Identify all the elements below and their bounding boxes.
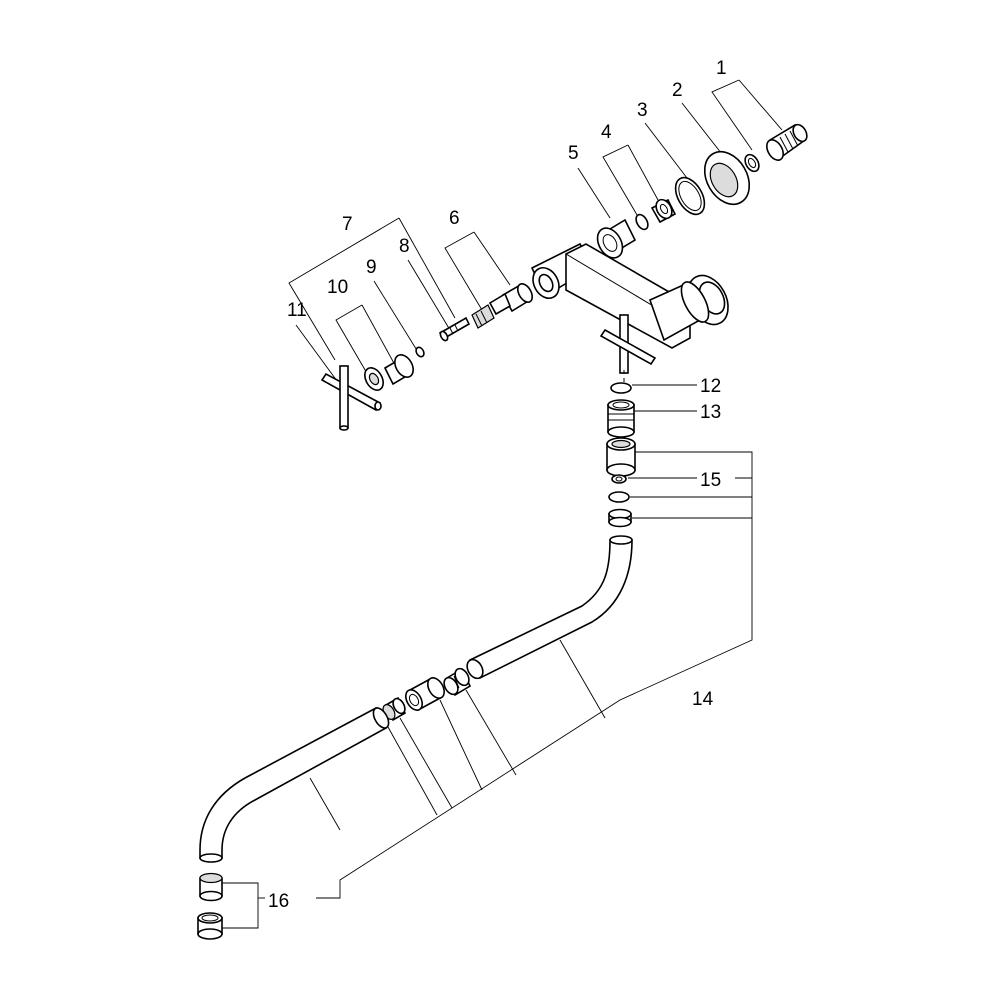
part-15-nut [611,474,627,484]
part-6-cartridge [471,282,534,329]
callout-6: 6 [449,208,460,229]
part-1-connector [744,123,808,173]
callout-4: 4 [601,122,612,143]
mixer-body [530,242,729,382]
part-9-screw [415,346,425,358]
part-2-rosette [703,150,751,206]
callout-10: 10 [327,277,348,298]
callout-11: 11 [287,300,307,321]
part-12-oring [610,382,632,394]
callout-15: 15 [700,470,721,491]
callout-13: 13 [700,402,721,423]
leader-lines [220,79,783,929]
callout-1: 1 [716,58,727,79]
spout-tube-upper [466,535,633,680]
small-ring [608,491,630,503]
callout-3: 3 [637,100,648,121]
callout-16: 16 [268,891,289,912]
callout-12: 12 [700,376,721,397]
part-3-ring [674,176,706,216]
part-5-sleeve [596,218,637,259]
part-11-cross-handle [320,365,382,431]
callout-8: 8 [399,236,410,257]
callout-9: 9 [366,257,377,278]
bush [608,508,632,528]
callout-7: 7 [342,214,353,235]
part-8-spindle [438,316,471,342]
callout-2: 2 [672,80,683,101]
part-16-aerator [197,872,223,940]
spout-sleeve [606,437,636,477]
spout-tube-lower [199,706,390,863]
middle-connector-a [443,667,472,697]
callout-14: 14 [692,689,714,710]
middle-connector-b [405,676,445,711]
part-10-cap [364,354,414,391]
part-4-nut [635,198,677,231]
part-13-swivel [607,399,635,438]
callout-5: 5 [568,143,579,164]
